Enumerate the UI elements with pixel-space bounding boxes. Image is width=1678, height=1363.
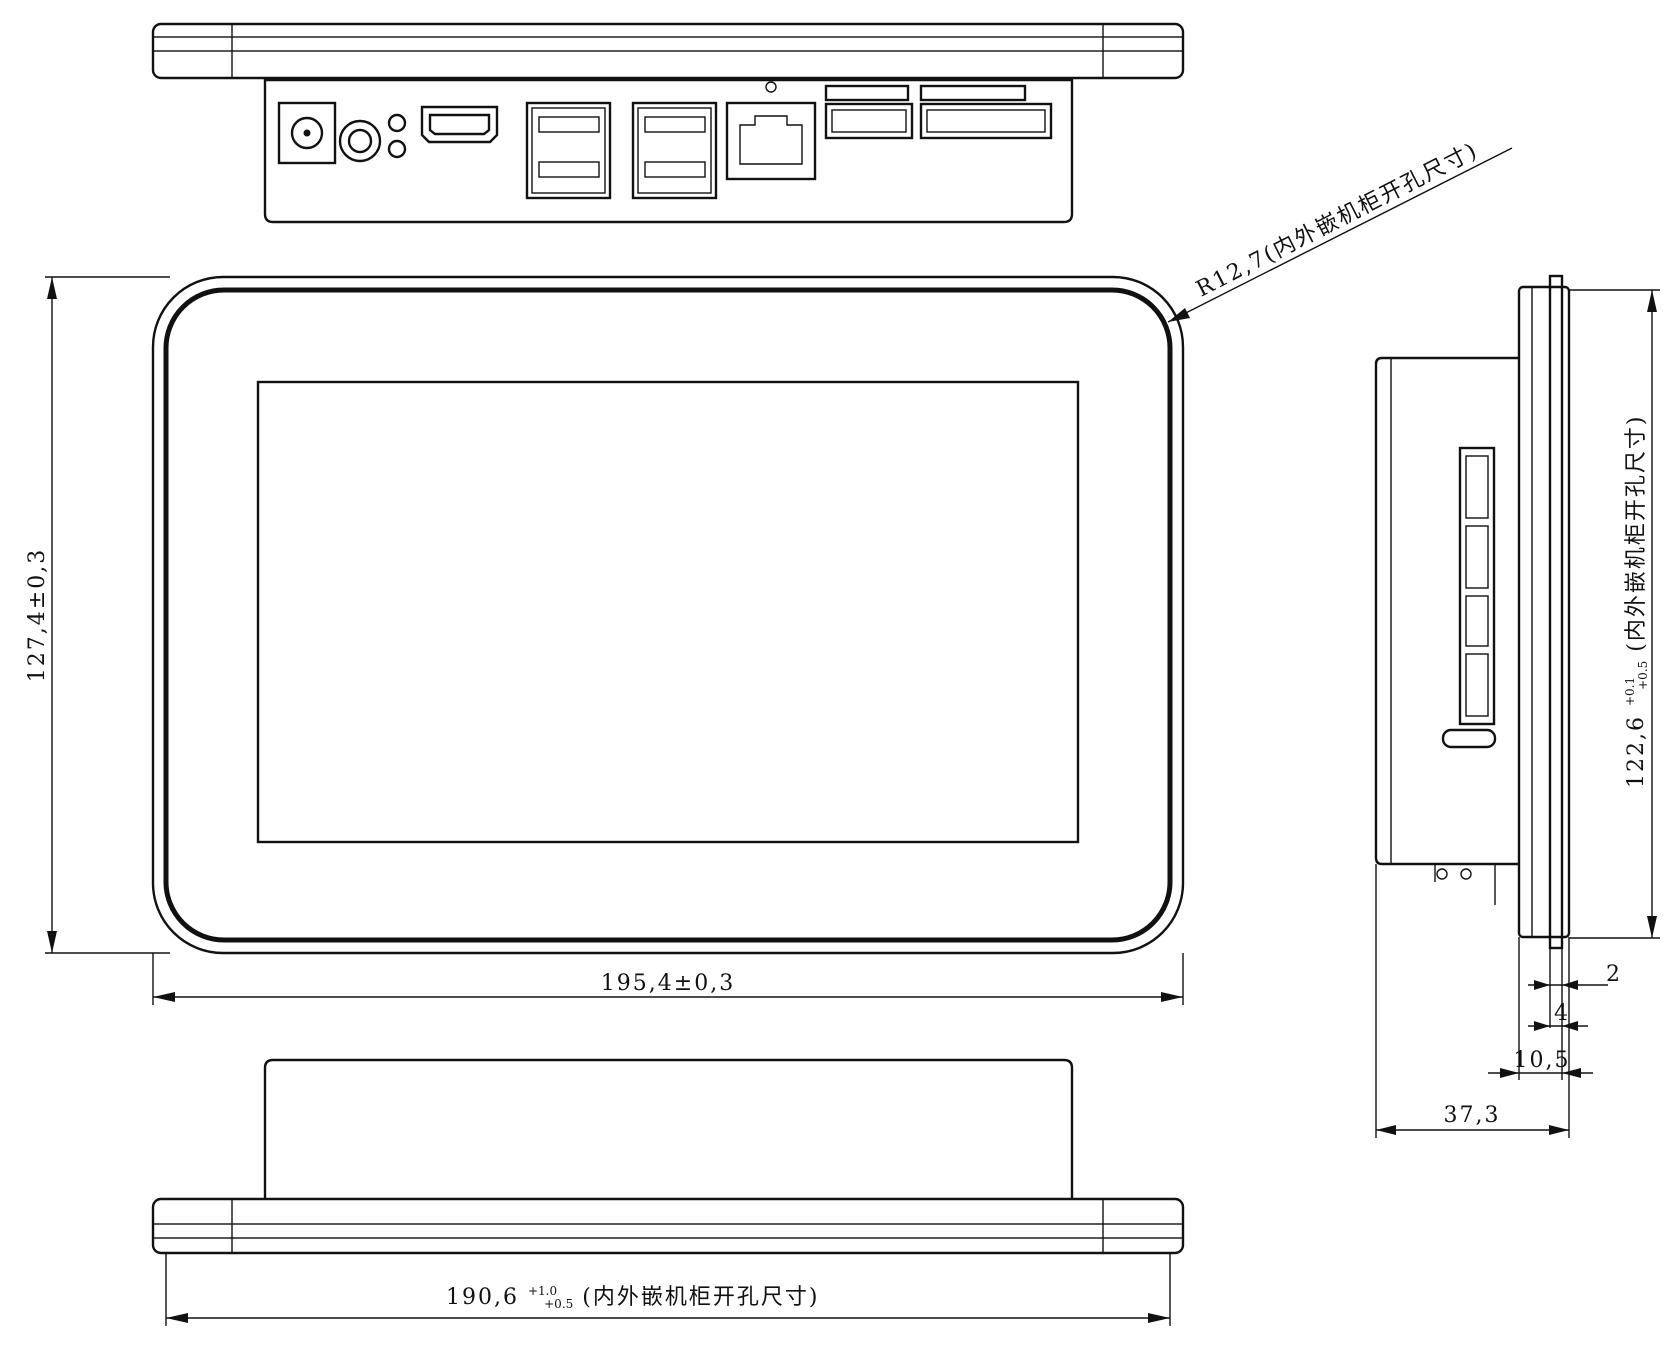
side-view-bezel <box>1517 274 1571 950</box>
audio-jack <box>338 119 382 163</box>
status-led <box>765 81 777 93</box>
top-view <box>151 22 1185 224</box>
cutout-width-note: (内外嵌机柜开孔尺寸) <box>582 1285 819 1310</box>
right-side-view <box>1374 274 1571 950</box>
usb-port-pair-2 <box>631 101 718 200</box>
indicator-leds <box>387 113 407 159</box>
side-panel-clips <box>1434 864 1496 905</box>
bottom-view <box>151 1058 1185 1255</box>
dimension-lines <box>45 147 1660 1326</box>
front-view <box>151 275 1185 955</box>
side-terminal-connectors <box>1458 446 1496 726</box>
corner-radius-label: R12,7(内外嵌机柜开孔尺寸) <box>1192 138 1482 302</box>
rj45-ethernet-port <box>725 101 817 181</box>
depth-flange-label: 10,5 <box>1514 1048 1571 1073</box>
cutout-height-tol-upper: +0.1 <box>1623 677 1637 706</box>
usb-port-pair-1 <box>525 101 612 200</box>
front-bezel-inner <box>163 287 1173 943</box>
dc-power-jack <box>277 101 337 165</box>
cutout-width-tol-upper: +1.0 <box>528 1284 557 1298</box>
depth-total-label: 37,3 <box>1444 1103 1501 1128</box>
cutout-height-label: 122,6 +0.1 +0.5 (内外嵌机柜开孔尺寸) <box>1615 415 1653 788</box>
front-bezel-outline <box>151 275 1185 955</box>
depth-lip-label: 2 <box>1606 962 1622 987</box>
cutout-width-tol-lower: +0.5 <box>544 1297 573 1311</box>
cutout-height-base: 122,6 <box>1624 715 1649 788</box>
cutout-height-note: (内外嵌机柜开孔尺寸) <box>1624 415 1649 652</box>
width-outer-label: 195,4±0,3 <box>601 971 735 996</box>
cutout-height-tol-lower: +0.5 <box>1636 661 1650 690</box>
bottom-view-rear-housing <box>263 1058 1074 1199</box>
depth-panel-label: 4 <box>1554 1001 1570 1026</box>
usb-c-port <box>1441 728 1497 749</box>
terminal-connector-1 <box>824 84 914 140</box>
side-view-housing <box>1374 356 1519 866</box>
terminal-connector-2 <box>919 84 1053 140</box>
display-area <box>256 380 1080 844</box>
bottom-view-bezel <box>151 1197 1185 1255</box>
cutout-width-label: 190,6 +1.0 +0.5 (内外嵌机柜开孔尺寸) <box>446 1276 819 1314</box>
height-outer-label: 127,4±0,3 <box>25 548 50 682</box>
top-view-rear-housing <box>263 78 1074 224</box>
cutout-width-base: 190,6 <box>446 1285 519 1310</box>
hdmi-port <box>420 105 499 144</box>
top-view-bezel <box>151 22 1185 80</box>
